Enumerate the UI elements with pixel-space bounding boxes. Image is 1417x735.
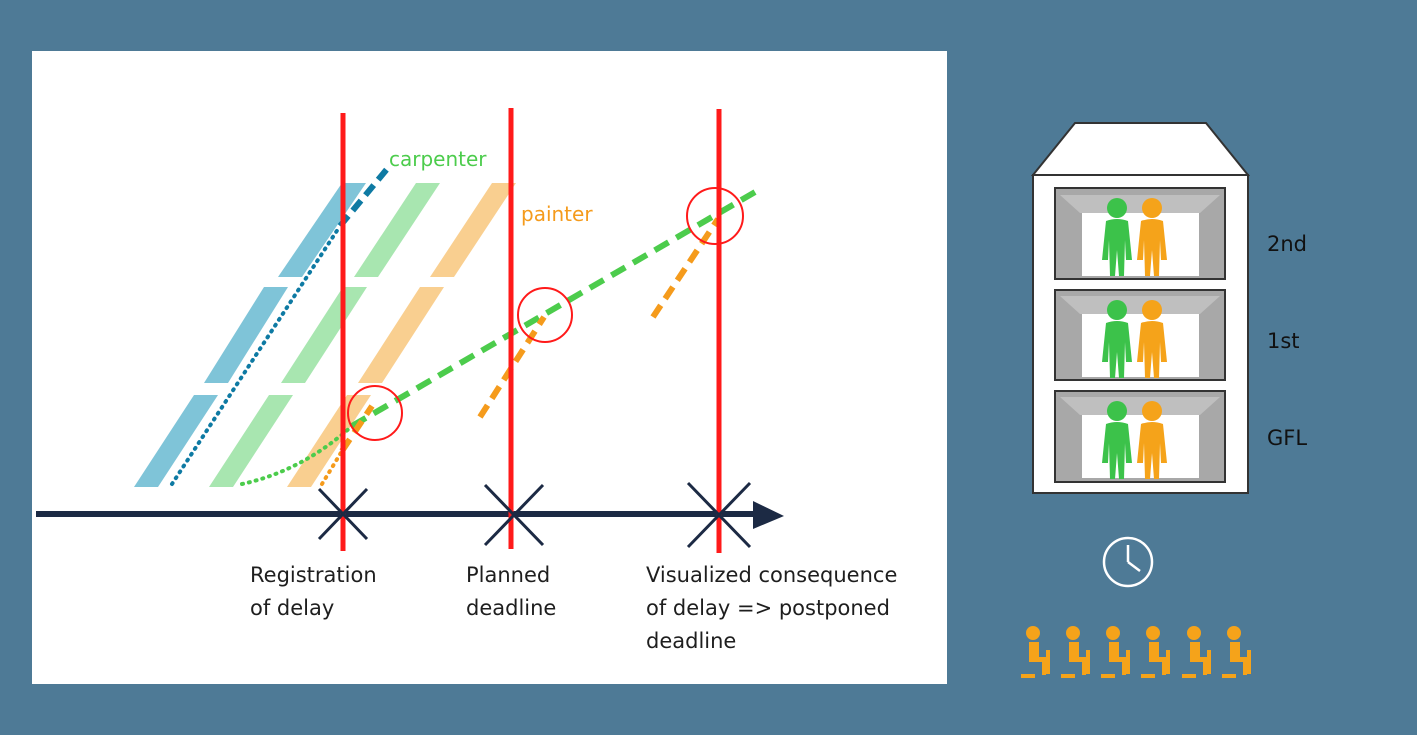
painter-dotted-progress (320, 449, 344, 486)
orange-task-bands (287, 183, 516, 487)
seated-worker-icon (1021, 626, 1050, 678)
x-marker-postponed (686, 481, 752, 549)
conflict-circle-3 (686, 187, 744, 245)
conflict-circle-2 (517, 287, 573, 343)
conflict-circle-1 (347, 385, 403, 441)
time-axis-arrowhead (753, 501, 784, 529)
blue-band-1st (204, 287, 288, 383)
x-marker-planned (483, 483, 545, 547)
line-of-balance-diagram: carpenter painter (36, 108, 784, 553)
green-band-2nd (354, 183, 440, 277)
waiting-workers (1021, 626, 1251, 678)
painter-dashed-segment-2 (477, 315, 547, 419)
seated-worker-icon (1101, 626, 1130, 678)
x-marker-registration (317, 487, 369, 541)
green-band-gfl (209, 395, 293, 487)
clock-icon (1102, 536, 1154, 588)
seated-worker-icon (1222, 626, 1251, 678)
floor-label-1st: 1st (1267, 329, 1300, 353)
floor-label-2nd: 2nd (1267, 232, 1307, 256)
floor-2nd-room (1054, 187, 1226, 280)
carpenter-label: carpenter (389, 147, 487, 171)
painter-dashed-segment-1 (339, 404, 375, 453)
painter-label: painter (521, 202, 593, 226)
painter-dashed-segment-3 (650, 217, 721, 319)
blue-dotted-progress (170, 224, 342, 486)
seated-worker-icon (1182, 626, 1211, 678)
orange-band-1st (358, 287, 444, 383)
orange-band-2nd (430, 183, 516, 277)
seated-worker-icon (1061, 626, 1090, 678)
floor-label-gfl: GFL (1267, 426, 1307, 450)
carpenter-dashed-progress (350, 185, 764, 429)
orange-band-gfl (287, 395, 371, 487)
blue-band-gfl (134, 395, 218, 487)
seated-worker-icon (1141, 626, 1170, 678)
blue-dashed-progress (337, 167, 390, 228)
building-roof (1030, 122, 1251, 176)
